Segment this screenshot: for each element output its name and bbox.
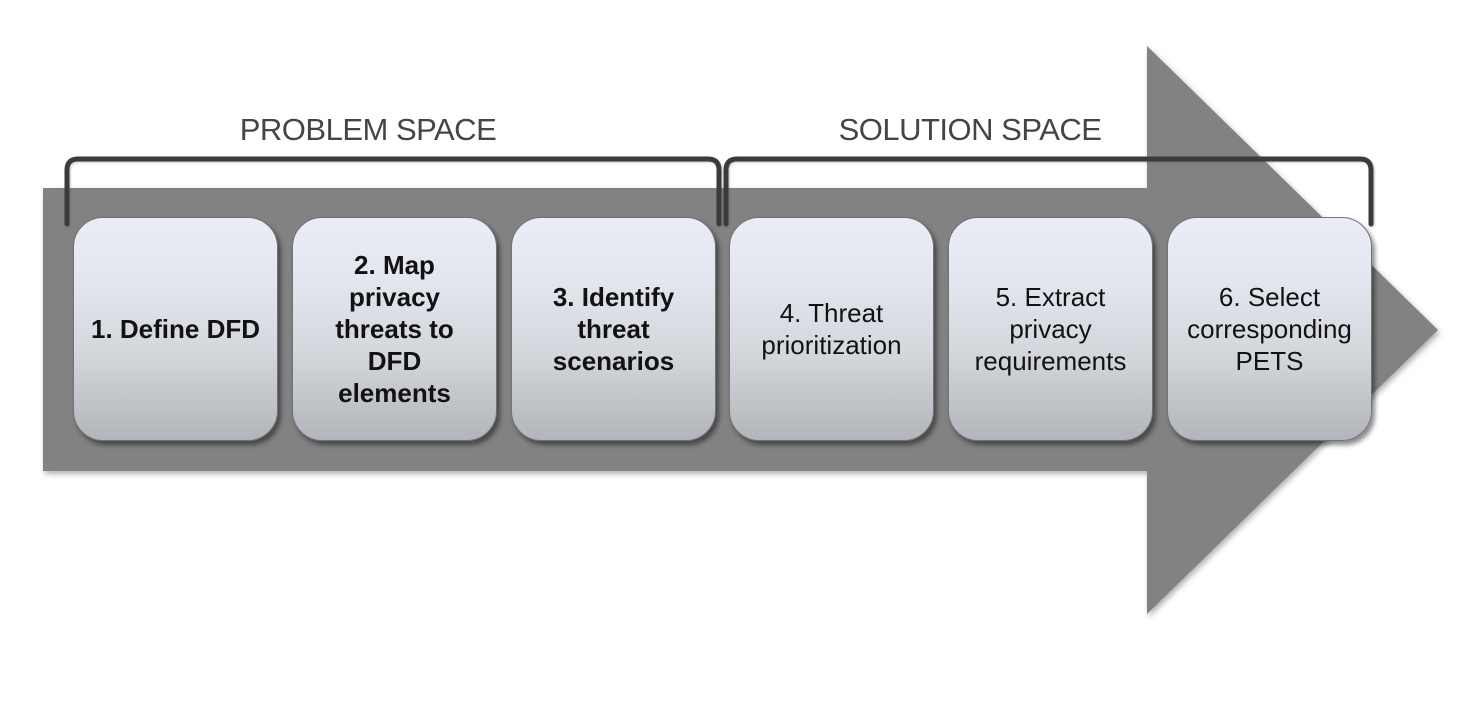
step-label: 2. Map privacy threats to DFD elements (335, 250, 454, 408)
solution-space-label: SOLUTION SPACE (838, 112, 1102, 147)
solution-space-bracket (723, 156, 1374, 227)
step-box-extract-privacy-requirements: 5. Extract privacy requirements (948, 217, 1153, 441)
step-box-map-privacy-threats: 2. Map privacy threats to DFD elements (292, 217, 497, 441)
step-label: 1. Define DFD (90, 314, 261, 344)
step-box-define-dfd: 1. Define DFD (73, 217, 278, 441)
step-box-select-pets: 6. Select corresponding PETS (1167, 217, 1372, 441)
step-box-threat-prioritization: 4. Threat prioritization (729, 217, 934, 441)
step-box-identify-threat-scenarios: 3. Identify threat scenarios (511, 217, 716, 441)
step-label: 5. Extract privacy requirements (974, 282, 1127, 376)
problem-space-bracket (64, 156, 722, 227)
step-label: 4. Threat prioritization (761, 298, 902, 360)
step-label: 6. Select corresponding PETS (1187, 282, 1352, 376)
problem-space-label: PROBLEM SPACE (239, 112, 497, 147)
step-label: 3. Identify threat scenarios (552, 282, 675, 376)
